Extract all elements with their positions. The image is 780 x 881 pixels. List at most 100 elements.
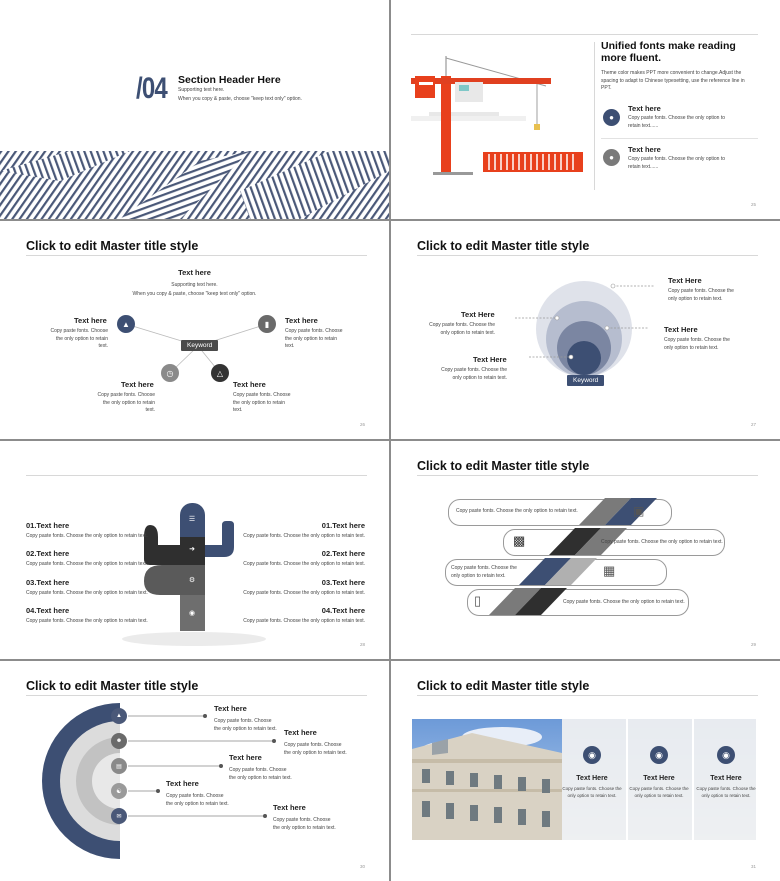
car-icon: ●: [603, 149, 620, 166]
item-heading: Text here: [273, 803, 306, 812]
item-text: Copy paste fonts. Choose the only option…: [233, 392, 291, 413]
item-heading: Text Here: [473, 355, 507, 364]
phone-icon: ▯: [474, 593, 482, 608]
row-text: Copy paste fonts. Choose the only option…: [563, 599, 685, 605]
item-heading: Text here: [285, 316, 318, 325]
item-text: Copy paste fonts. Choose the only option…: [628, 115, 726, 129]
settings-icon: ⚙: [188, 577, 196, 584]
slide-cactus[interactable]: ☰ ➜ ⚙ ◉ 01.Text here Copy paste fonts. C…: [0, 441, 389, 659]
section-header: Section Header Here: [178, 74, 281, 86]
item-heading: Text here: [284, 728, 317, 737]
page-number: 29: [750, 642, 756, 647]
item-heading: Text Here: [668, 276, 702, 285]
row-text: Copy paste fonts. Choose the only option…: [601, 539, 723, 545]
slide-title: Click to edit Master title style: [26, 679, 199, 693]
item-text: Copy paste fonts. Choose the only option…: [166, 793, 229, 807]
item-text: Copy paste fonts. Choose the only option…: [664, 337, 730, 351]
slide-semicircle[interactable]: Click to edit Master title style ▲ ☻ ▤ ☯…: [0, 661, 389, 881]
item-text: Copy paste fonts. Choose the only option…: [273, 817, 336, 831]
login-icon: ➜: [189, 546, 195, 553]
left-item-heading: 02.Text here: [26, 549, 70, 558]
item-heading: Text here: [166, 779, 199, 788]
card-text: Copy paste fonts. Choose the only option…: [562, 786, 622, 798]
slide-title: Click to edit Master title style: [417, 679, 590, 693]
page-number: 28: [359, 642, 365, 647]
right-item-text: Copy paste fonts. Choose the only option…: [243, 590, 365, 596]
title-underline: [26, 695, 367, 696]
concentric-circles-graphic: [515, 281, 655, 377]
item-heading: Text here: [214, 704, 247, 713]
page-number: 27: [750, 422, 756, 427]
slide-title: Click to edit Master title style: [417, 239, 590, 253]
calendar-icon: ▦: [603, 563, 616, 578]
slide-title: Click to edit Master title style: [417, 459, 590, 473]
report-icon: ▤: [111, 758, 127, 774]
item-heading: Text here: [121, 380, 154, 389]
globe-shield-icon: ◉: [583, 746, 601, 764]
support-text-2: When you copy & paste, choose "keep text…: [178, 96, 302, 102]
clock-icon: ◷: [161, 364, 179, 382]
item-text: Copy paste fonts. Choose the only option…: [628, 156, 726, 170]
slide-section-header[interactable]: /04 Section Header Here Supporting text …: [0, 0, 389, 219]
item-divider: [601, 138, 758, 139]
page-number: 30: [359, 864, 365, 869]
item-text: Copy paste fonts. Choose the only option…: [284, 742, 347, 756]
right-item-text: Copy paste fonts. Choose the only option…: [243, 561, 365, 567]
top-rule: [411, 34, 758, 35]
item-heading: Text Here: [461, 310, 495, 319]
right-item-text: Copy paste fonts. Choose the only option…: [243, 618, 365, 624]
section-number: /04: [136, 72, 168, 105]
top-text-2: When you copy & paste, choose "keep text…: [132, 291, 257, 297]
item-text: Copy paste fonts. Choose the only option…: [441, 367, 507, 381]
slide-pill-rows[interactable]: Click to edit Master title style ▣ ▩ ▦ ▯…: [391, 441, 780, 659]
cactus-graphic: [122, 503, 266, 646]
right-item-heading: 01.Text here: [321, 521, 365, 530]
location-icon: ◉: [188, 610, 196, 617]
crane-illustration: [411, 56, 583, 175]
card-heading: Text Here: [643, 775, 675, 782]
keyword-label: Keyword: [181, 340, 219, 351]
left-item-text: Copy paste fonts. Choose the only option…: [26, 533, 148, 539]
item-heading: Text here: [628, 145, 661, 154]
item-heading: Text here: [233, 380, 266, 389]
globe-shield-icon: ◉: [650, 746, 668, 764]
card-text: Copy paste fonts. Choose the only option…: [629, 786, 689, 798]
item-text: Copy paste fonts. Choose the only option…: [285, 328, 343, 349]
title-underline: [26, 255, 367, 256]
team-icon: ☯: [111, 783, 127, 799]
wave-line-pattern: [0, 151, 389, 219]
top-heading: Text here: [178, 268, 211, 277]
left-item-text: Copy paste fonts. Choose the only option…: [26, 590, 148, 596]
globe-shield-icon: ◉: [717, 746, 735, 764]
item-text: Copy paste fonts. Choose the only option…: [214, 718, 277, 732]
top-rule: [26, 475, 367, 476]
slide-photo-cards[interactable]: Click to edit Master title style ◉ ◉ ◉ T…: [391, 661, 780, 881]
item-text: Copy paste fonts. Choose the only option…: [97, 392, 155, 413]
left-item-heading: 04.Text here: [26, 606, 70, 615]
card-text: Copy paste fonts. Choose the only option…: [696, 786, 756, 798]
body-text: Theme color makes PPT more convenient to…: [601, 70, 745, 91]
item-text: Copy paste fonts. Choose the only option…: [668, 288, 734, 302]
right-item-heading: 02.Text here: [321, 549, 365, 558]
title-underline: [417, 695, 758, 696]
page-number: 26: [359, 422, 365, 427]
bar-chart-icon: ▩: [513, 533, 526, 548]
diagonal-bands: [489, 498, 657, 615]
left-item-heading: 03.Text here: [26, 578, 70, 587]
item-heading: Text here: [229, 753, 262, 762]
divider-line: [594, 42, 595, 190]
row-pill: [503, 529, 725, 556]
item-text: Copy paste fonts. Choose the only option…: [429, 322, 495, 336]
right-item-heading: 04.Text here: [321, 606, 365, 615]
right-item-text: Copy paste fonts. Choose the only option…: [243, 533, 365, 539]
slide-crane[interactable]: Unified fonts make reading more fluent. …: [391, 0, 780, 219]
page-number: 25: [750, 202, 756, 207]
item-text: Copy paste fonts. Choose the only option…: [50, 328, 108, 349]
slide-concentric-circles[interactable]: Click to edit Master title style Keyword…: [391, 221, 780, 439]
mail-icon: ✉: [111, 808, 127, 824]
row-text: Copy paste fonts. Choose the only option…: [456, 508, 578, 514]
car-icon: ●: [603, 109, 620, 126]
slide-keyword-network[interactable]: Click to edit Master title style Text he…: [0, 221, 389, 439]
laptop-icon: ▣: [633, 504, 645, 518]
left-item-text: Copy paste fonts. Choose the only option…: [26, 618, 148, 624]
